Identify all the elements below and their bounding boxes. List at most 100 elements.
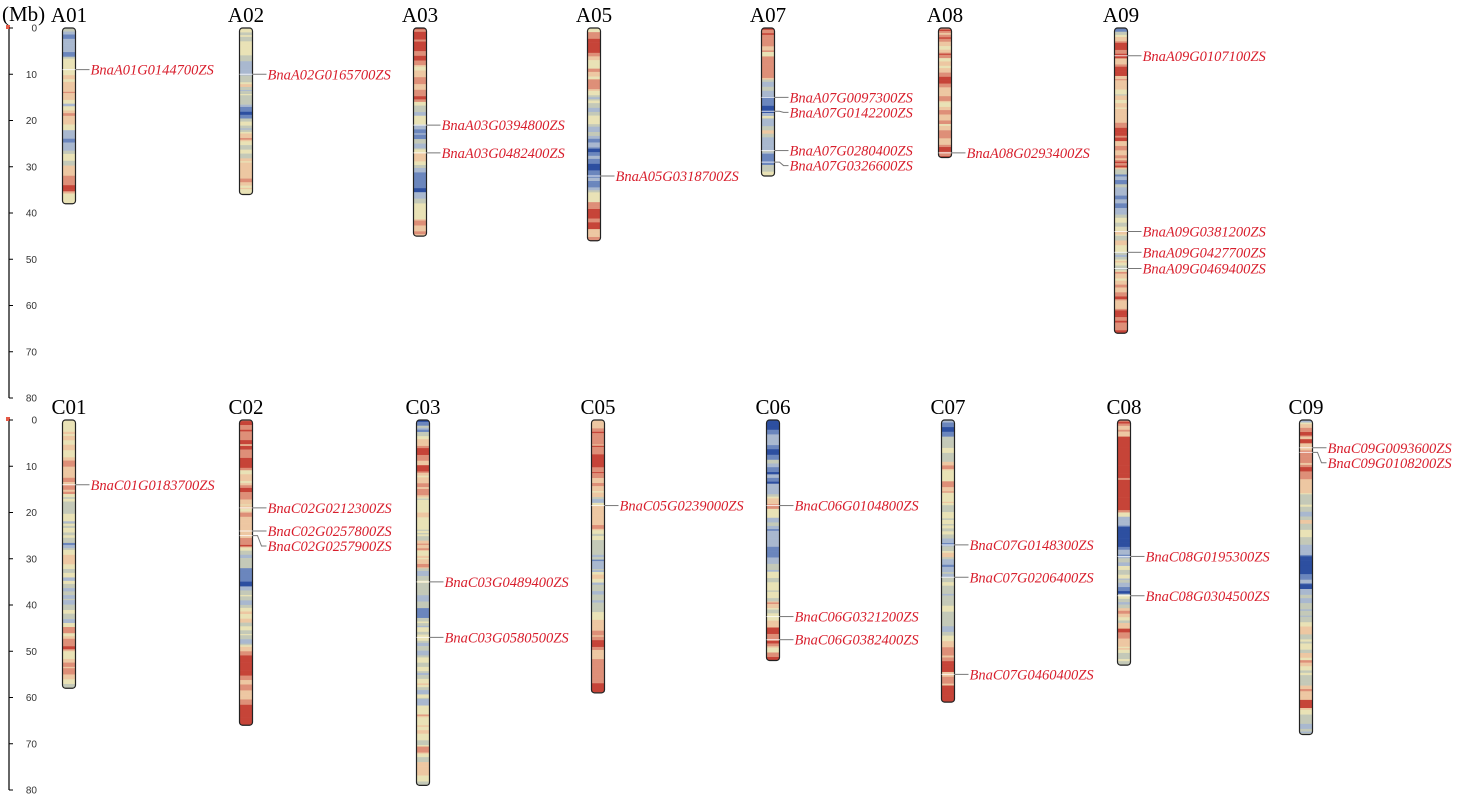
density-band [941,585,955,589]
density-band [239,461,253,464]
density-band [761,61,775,64]
density-band [766,483,780,489]
density-band [1114,315,1128,318]
chromosome-a09: A09BnaA09G0107100ZSBnaA09G0381200ZSBnaA0… [1103,3,1267,334]
density-band [941,512,955,514]
density-band [416,425,430,429]
density-band [62,598,76,601]
density-band [766,578,780,583]
density-band [239,525,253,528]
density-band [941,601,955,607]
density-band [1114,234,1128,237]
density-band [239,634,253,636]
density-band [766,426,780,431]
axis-tick-label: 70 [26,347,38,358]
axis-tick-label: 10 [26,70,38,81]
density-band [1117,460,1131,466]
density-band [62,527,76,533]
density-band [766,655,780,658]
density-band [413,157,427,160]
density-band [1114,46,1128,51]
density-band [1299,422,1313,425]
density-band [1299,483,1313,486]
density-band [1117,494,1131,498]
density-band [1299,620,1313,623]
density-band [239,449,253,454]
density-band [766,551,780,555]
density-band [1114,273,1128,277]
density-band [416,757,430,763]
density-band [1114,41,1128,44]
density-band [62,630,76,634]
density-band [239,436,253,441]
density-band [591,636,605,641]
density-band [1114,208,1128,212]
chromosome-label: C03 [405,395,440,419]
density-band [239,508,253,512]
density-bands [761,28,775,176]
density-band [1299,533,1313,538]
density-band [766,590,780,593]
density-band [239,699,253,702]
density-band [587,83,601,88]
density-band [62,497,76,500]
density-band [941,635,955,640]
density-band [416,775,430,780]
density-band [416,592,430,596]
density-band [938,102,952,108]
density-band [1299,523,1313,528]
density-band [1117,525,1131,528]
density-band [941,618,955,623]
density-band [941,591,955,595]
density-band [239,156,253,159]
density-band [416,561,430,565]
density-band [591,517,605,523]
density-band [416,483,430,488]
density-band [761,158,775,163]
gene-label: BnaC02G0257900ZS [268,539,393,555]
density-band [587,56,601,61]
density-band [766,569,780,573]
density-band [941,564,955,568]
chromosome-outline [61,419,77,689]
density-band [1299,714,1313,718]
density-band [1299,604,1313,610]
density-band [1299,584,1313,590]
density-band [591,646,605,651]
density-band [239,69,253,74]
row-c-genome: 01020304050607080C01BnaC01G0183700ZSC02B… [6,395,1452,797]
density-band [766,436,780,441]
density-band [413,51,427,54]
density-band [766,643,780,647]
density-band [938,28,952,30]
density-band [1299,450,1313,454]
density-band [62,165,76,168]
density-band [938,138,952,143]
density-band [413,193,427,199]
density-band [1117,469,1131,473]
density-band [1299,498,1313,504]
density-band [941,545,955,547]
density-band [239,129,253,133]
density-band [1114,271,1128,274]
density-band [587,126,601,131]
density-band [591,472,605,474]
density-band [1114,250,1128,253]
density-band [591,497,605,500]
density-band [591,670,605,675]
density-band [1117,530,1131,534]
density-band [62,150,76,155]
density-band [239,111,253,116]
density-band [62,111,76,114]
density-band [766,541,780,548]
density-band [1114,108,1128,112]
density-band [591,572,605,575]
density-band [62,568,76,574]
density-band [591,486,605,490]
density-band [941,700,955,703]
density-band [591,511,605,516]
density-band [413,175,427,181]
density-band [62,175,76,178]
